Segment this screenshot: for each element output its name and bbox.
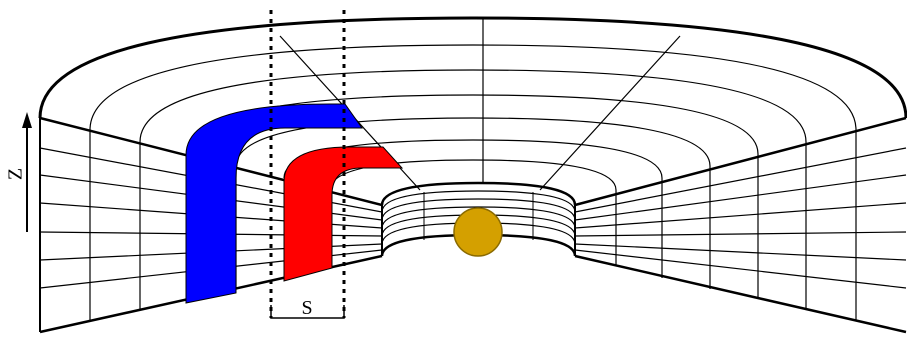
red-band — [283, 146, 404, 282]
wall-hline — [574, 243, 907, 261]
wall-hline — [574, 231, 907, 237]
wall-bottom-edge — [574, 254, 907, 334]
z-axis-arrowhead — [22, 112, 32, 128]
hub-top-arc — [380, 181, 577, 206]
hub-ring — [381, 198, 576, 221]
ceiling-arc — [235, 117, 711, 167]
hub-ring — [381, 206, 576, 229]
ceiling-arc — [89, 44, 857, 131]
s-bracket — [270, 305, 345, 319]
radial-line — [539, 35, 681, 191]
right-wall — [574, 116, 907, 334]
center-disk — [453, 207, 503, 257]
wall-hline — [574, 202, 907, 229]
outer-rim-arc — [38, 16, 907, 119]
wall-top-edge — [574, 116, 907, 207]
ceiling-arc — [139, 69, 807, 143]
s-bracket-label: S — [301, 297, 312, 319]
wall-hline — [574, 147, 907, 213]
blue-band — [185, 103, 363, 304]
z-axis-label: Z — [5, 168, 27, 180]
wall-hline — [574, 174, 907, 221]
hub-ring — [381, 190, 576, 213]
wall-hline — [574, 249, 907, 289]
dotted-guides — [269, 10, 346, 318]
z-axis: Z — [5, 112, 32, 232]
